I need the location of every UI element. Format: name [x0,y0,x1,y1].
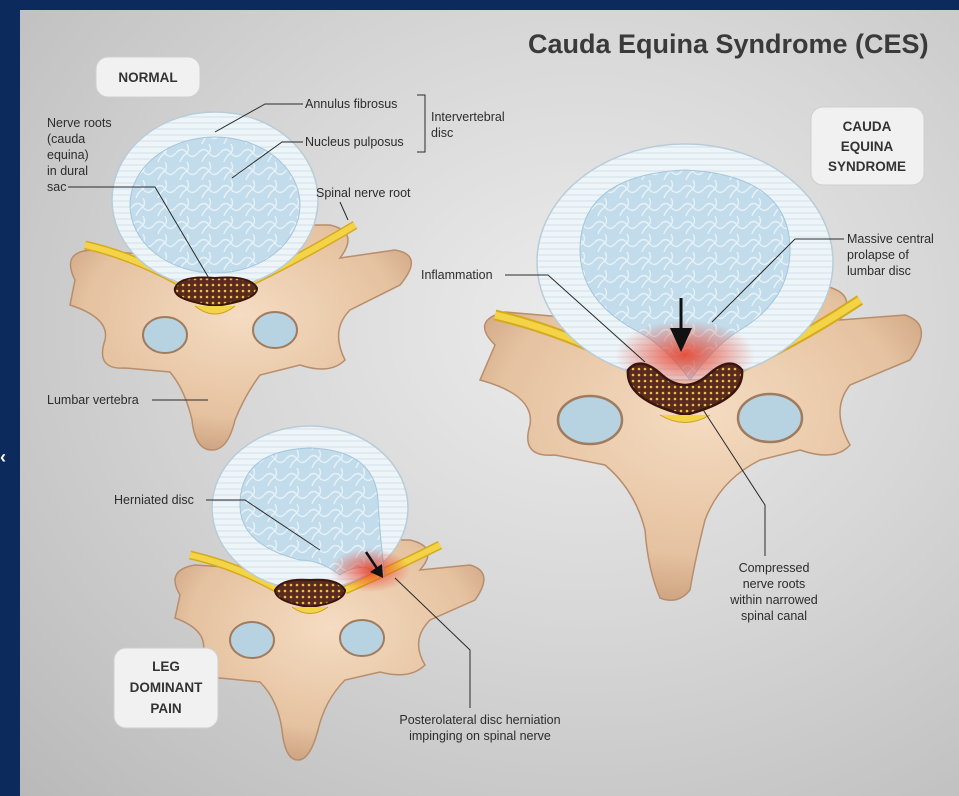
label-posterolateral-line-2: impinging on spinal nerve [409,729,551,743]
diagram-title: Cauda Equina Syndrome (CES) [528,29,929,59]
label-massive-prolapse-line-2: prolapse of [847,248,909,262]
label-spinal-nerve-root: Spinal nerve root [316,186,411,200]
badge-leg-line-1: LEG [152,659,180,674]
label-posterolateral-line-1: Posterolateral disc herniation [399,713,560,727]
label-lumbar-vertebra: Lumbar vertebra [47,393,139,407]
badge-ces: CAUDA EQUINA SYNDROME [811,107,924,185]
label-compressed-line-3: within narrowed [729,593,818,607]
label-compressed-line-1: Compressed [739,561,810,575]
badge-normal: NORMAL [96,57,200,97]
normal-nucleus [130,137,300,273]
slide-edge-glyph: ‹ [0,445,12,469]
badge-leg: LEG DOMINANT PAIN [114,648,218,728]
label-nerve-roots-line-4: in dural [47,164,88,178]
label-annulus-fibrosus: Annulus fibrosus [305,97,397,111]
intervertebral-bracket [417,95,425,152]
leg-vertebra [175,426,484,760]
badge-ces-line-3: SYNDROME [828,159,906,174]
illustration-panel: Cauda Equina Syndrome (CES) NORMAL CAUDA… [20,10,959,796]
badge-ces-line-1: CAUDA [843,119,892,134]
badge-normal-text: NORMAL [118,70,177,85]
label-nerve-roots-line-5: sac [47,180,66,194]
label-nucleus-pulposus: Nucleus pulposus [305,135,404,149]
label-massive-prolapse-line-3: lumbar disc [847,264,911,278]
label-compressed-line-4: spinal canal [741,609,807,623]
label-nerve-roots-line-3: equina) [47,148,89,162]
label-compressed-line-2: nerve roots [743,577,806,591]
badge-leg-line-2: DOMINANT [130,680,203,695]
label-nerve-roots-line-1: Nerve roots [47,116,112,130]
leader-spinal-nerve-root [340,202,348,220]
label-massive-prolapse-line-1: Massive central [847,232,934,246]
label-intervertebral-line-2: disc [431,126,453,140]
badge-ces-line-2: EQUINA [841,139,894,154]
label-inflammation: Inflammation [421,268,493,282]
badge-leg-line-3: PAIN [150,701,181,716]
label-intervertebral-line-1: Intervertebral [431,110,505,124]
label-herniated-disc: Herniated disc [114,493,194,507]
ces-vertebra [480,144,921,600]
ces-diagram: Cauda Equina Syndrome (CES) NORMAL CAUDA… [20,10,959,796]
label-nerve-roots-line-2: (cauda [47,132,85,146]
